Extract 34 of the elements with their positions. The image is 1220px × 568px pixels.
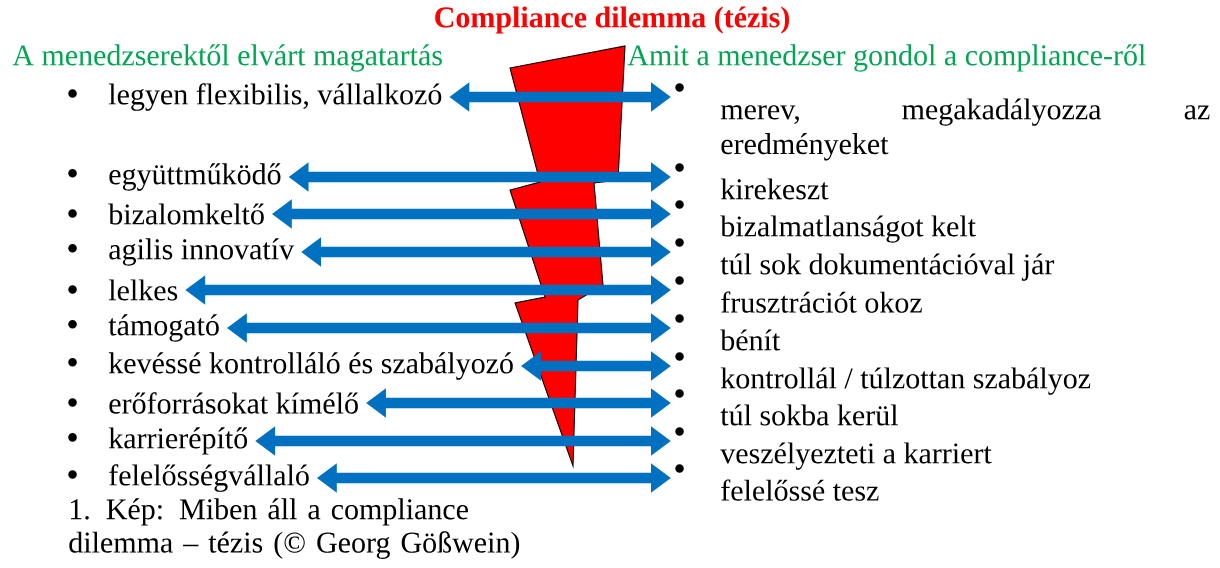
title: Compliance dilemma (tézis) [435, 6, 789, 34]
list-item: együttműködő [68, 163, 281, 191]
list-item: legyen flexibilis, vállalkozó [68, 83, 442, 111]
node-label: bizalmatlanságot kelt [720, 215, 976, 243]
node-label: frusztrációt okoz [721, 291, 922, 313]
node-label: merev, megakadályozza az eredményeket [720, 98, 1210, 161]
node-label: felelőssé tesz [721, 479, 879, 501]
node-label: felelősségvállaló [109, 464, 309, 492]
node-label: kirekeszt [720, 178, 829, 200]
column-heading: Amit a menedzser gondol a compliance-ről [627, 44, 1146, 72]
node-label: karrierépítő [108, 427, 248, 455]
node-label: bizalomkeltő [108, 203, 264, 225]
list-item: kirekeszt [675, 163, 829, 200]
node-label: bénít [720, 329, 781, 351]
list-item: bizalomkeltő [68, 203, 264, 225]
node-label: támogató [108, 314, 219, 342]
list-item: merev, megakadályozza az eredményeket [675, 83, 1210, 161]
list-item: felelősségvállaló [68, 464, 309, 492]
list-item: támogató [68, 314, 219, 342]
list-item: veszélyezteti a karriert [675, 427, 992, 470]
caption: 1. Kép: Miben áll a compliance dilemma – tézis (© Georg Gößwein) [69, 498, 520, 559]
list-item: bénít [675, 314, 781, 351]
node-label: túl sokba kerül [720, 404, 898, 426]
node-label: lelkes [108, 279, 178, 301]
node-label: agilis innovatív [109, 238, 295, 266]
list-item: erőforrásokat kímélő [68, 392, 358, 414]
column-heading: A menedzserektől elvárt magatartás [12, 44, 442, 72]
list-item: kevéssé kontrolláló és szabályozó [68, 352, 513, 380]
list-item: agilis innovatív [68, 238, 295, 266]
node-label: együttműködő [109, 163, 281, 191]
list-item: karrierépítő [68, 427, 248, 455]
node-label: veszélyezteti a karriert [720, 442, 992, 470]
list-item: lelkes [68, 279, 178, 301]
list-item: bizalmatlanságot kelt [675, 200, 976, 243]
